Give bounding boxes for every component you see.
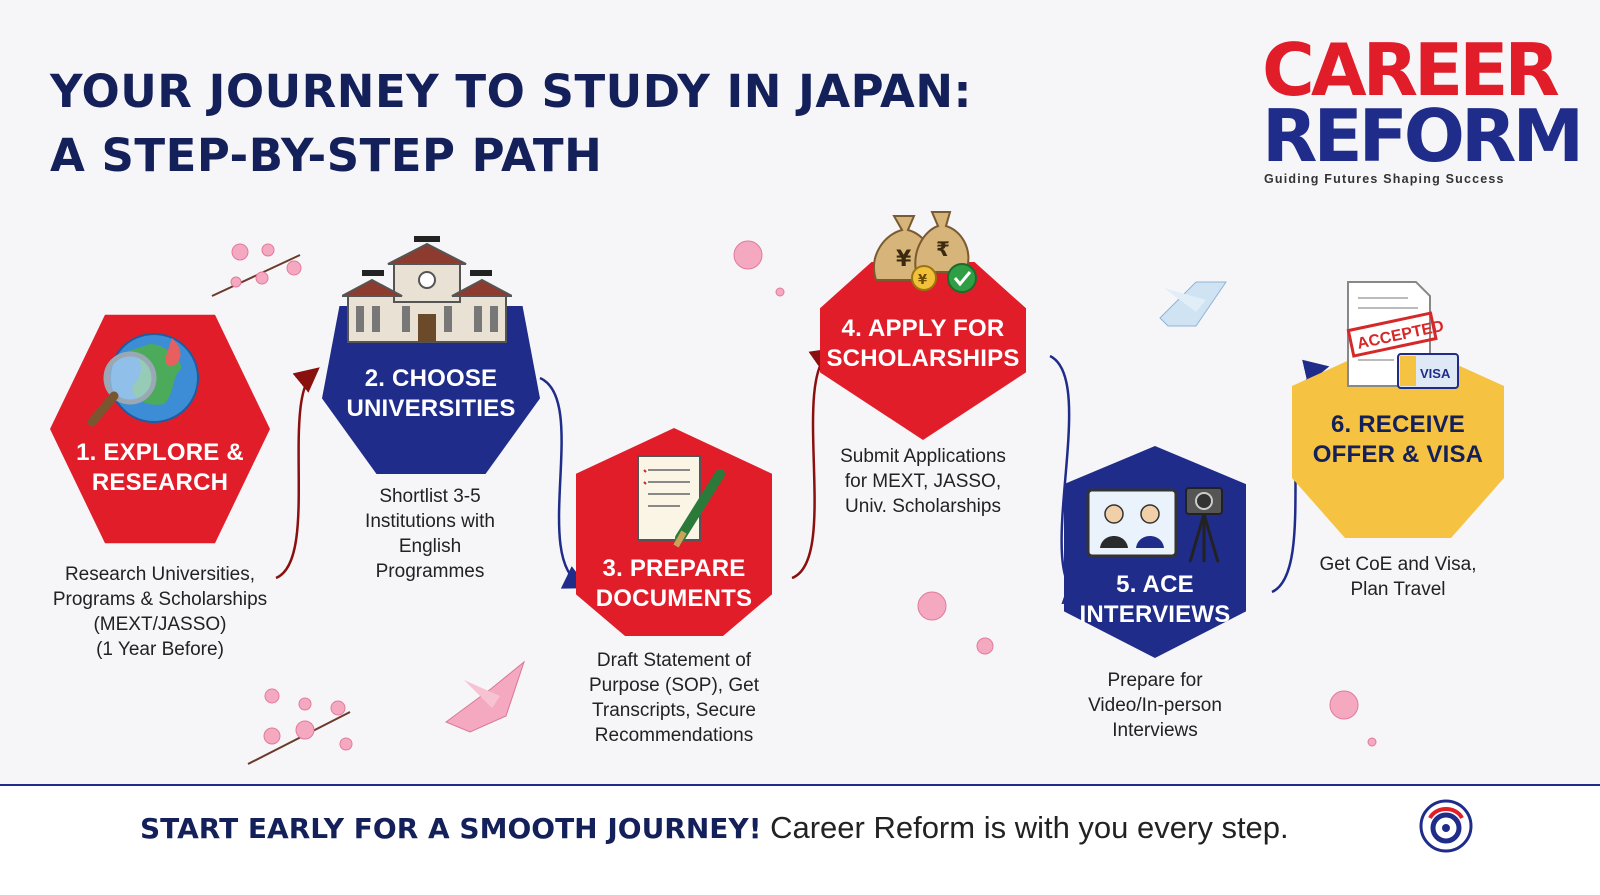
logo-tagline: Guiding Futures Shaping Success	[1264, 172, 1505, 186]
footer-divider	[0, 784, 1600, 786]
connector-1-2	[275, 367, 320, 580]
sakura-branch-icon	[211, 243, 302, 297]
footer: START EARLY FOR A SMOOTH JOURNEY! Career…	[0, 786, 1600, 895]
globe-magnifier-icon	[87, 333, 199, 427]
step-3-description: Draft Statement of Purpose (SOP), Get Tr…	[588, 650, 759, 746]
step-3-title: 3. PREPARE DOCUMENTS	[595, 555, 753, 612]
career-reform-emblem-icon	[1419, 799, 1473, 853]
connector-2-3	[539, 376, 589, 589]
title-line-1: YOUR JOURNEY TO STUDY IN JAPAN:	[50, 65, 973, 118]
svg-text:VISA: VISA	[1420, 366, 1451, 381]
step-6-title: 6. RECEIVE OFFER & VISA	[1312, 411, 1484, 468]
step-1-title: 1. EXPLORE & RESEARCH	[76, 439, 244, 496]
step-4-apply-scholarships: 4. APPLY FOR SCHOLARSHIPS	[820, 262, 1026, 440]
paper-crane-icon	[444, 660, 526, 733]
title-line-2: A STEP-BY-STEP PATH	[50, 129, 603, 182]
footer-message: START EARLY FOR A SMOOTH JOURNEY! Career…	[140, 808, 1440, 849]
step-1-description: Research Universities, Programs & Schola…	[52, 564, 268, 660]
connector-3-4	[791, 347, 837, 580]
sakura-branch-icon	[247, 688, 353, 765]
university-building-icon	[342, 236, 512, 343]
step-5-description: Prepare for Video/In-person Interviews	[1088, 670, 1222, 741]
career-reform-logo: CAREER REFORM Guiding Futures Shaping Su…	[1262, 28, 1584, 196]
footer-rest-text: Career Reform is with you every step.	[761, 810, 1289, 845]
step-2-description: Shortlist 3-5 Institutions with English …	[365, 486, 495, 582]
page-title: YOUR JOURNEY TO STUDY IN JAPAN: A STEP-B…	[50, 60, 1150, 188]
logo-reform-text: REFORM	[1262, 94, 1584, 178]
accepted-visa-icon: ACCEPTED VISA	[1346, 281, 1459, 389]
step-5-title: 5. ACE INTERVIEWS	[1079, 571, 1231, 628]
document-pen-icon	[637, 455, 725, 548]
paper-crane-icon	[1159, 281, 1227, 327]
footer-bold-text: START EARLY FOR A SMOOTH JOURNEY!	[140, 812, 762, 845]
sakura-flower-icon	[733, 240, 1377, 747]
step-6-description: Get CoE and Visa, Plan Travel	[1319, 554, 1477, 600]
logo-career-text: CAREER	[1262, 28, 1560, 112]
step-4-description: Submit Applications for MEXT, JASSO, Uni…	[840, 446, 1006, 517]
video-interview-icon	[1086, 487, 1223, 563]
svg-text:₹: ₹	[936, 237, 950, 261]
money-bags-icon: ¥ ₹ ¥	[873, 211, 977, 293]
step-2-title: 2. CHOOSE UNIVERSITIES	[346, 365, 516, 422]
svg-text:¥: ¥	[896, 247, 912, 272]
svg-text:¥: ¥	[918, 273, 927, 288]
step-4-title: 4. APPLY FOR SCHOLARSHIPS	[826, 315, 1020, 372]
